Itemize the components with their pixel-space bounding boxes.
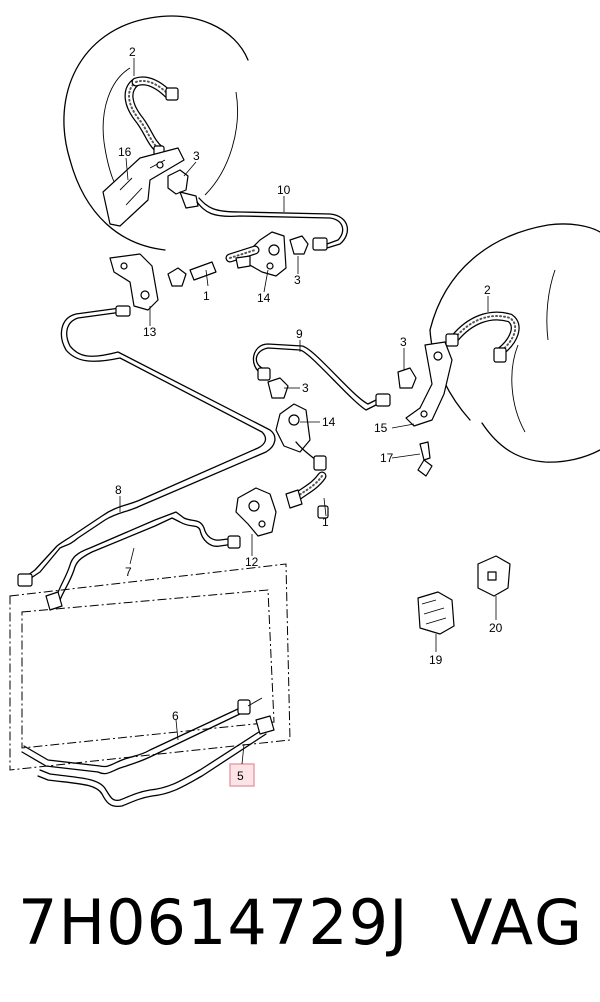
callout-17: 17 [380,451,394,465]
callout-19: 19 [429,653,443,667]
brake-line-8 [17,305,276,587]
callout-14-middle: 14 [322,415,336,429]
clip-3-upper-small [167,267,187,287]
callout-9: 9 [296,327,303,341]
clip-3-upper-left [167,169,199,209]
brake-hose-1-upper [189,245,260,281]
clip-3-middle [267,377,289,399]
callout-5: 5 [237,769,244,783]
callout-20: 20 [489,621,503,635]
part-number: 7H0614729J [18,886,409,959]
callout-1-lower: 1 [322,515,329,529]
callout-3-upper-left: 3 [193,149,200,163]
bracket-14-upper [247,231,287,277]
bracket-12 [235,487,277,537]
clip-3-right [397,367,417,389]
brand-label: VAG [450,886,584,959]
brake-hose-front-left [124,76,179,161]
bracket-13 [109,253,159,311]
callout-3-right: 3 [400,335,407,349]
detail-frame [9,563,291,771]
brake-line-7 [45,511,241,611]
callout-7: 7 [125,565,132,579]
callout-2-right: 2 [484,283,491,297]
callout-8: 8 [115,483,122,497]
callout-15: 15 [374,421,388,435]
clip-3-upper-middle [289,235,309,255]
callout-2-upper: 2 [129,45,136,59]
brake-line-9 [252,343,391,411]
callout-16: 16 [118,145,132,159]
brake-hose-front-right [445,311,520,363]
brake-line-6 [21,697,263,775]
callout-6: 6 [172,709,179,723]
callout-labels: 2 16 3 10 1 14 3 13 9 3 2 3 15 17 14 1 8… [115,45,503,783]
wheel-front-right [429,223,600,463]
brake-hose-1-lower [285,441,329,519]
brake-line-10 [196,197,349,251]
brake-line-5 [37,715,275,808]
callout-1-upper: 1 [203,289,210,303]
callout-3-upper-middle: 3 [294,273,301,287]
callout-13: 13 [143,325,157,339]
rivet-17 [417,441,433,477]
leader-lines [119,58,497,765]
wheel-front-left [63,15,249,251]
caption-bar: 7H0614729J VAG [10,878,590,968]
callout-3-middle: 3 [302,381,309,395]
bracket-15 [405,341,453,427]
clip-19 [417,591,455,635]
brake-line-diagram: 2 16 3 10 1 14 3 13 9 3 2 3 15 17 14 1 8… [9,15,600,808]
callout-14-upper: 14 [257,291,271,305]
callout-12: 12 [245,555,259,569]
callout-10: 10 [277,183,291,197]
bracket-14-middle [275,403,311,453]
clip-20 [477,555,511,597]
bracket-16 [102,147,185,227]
